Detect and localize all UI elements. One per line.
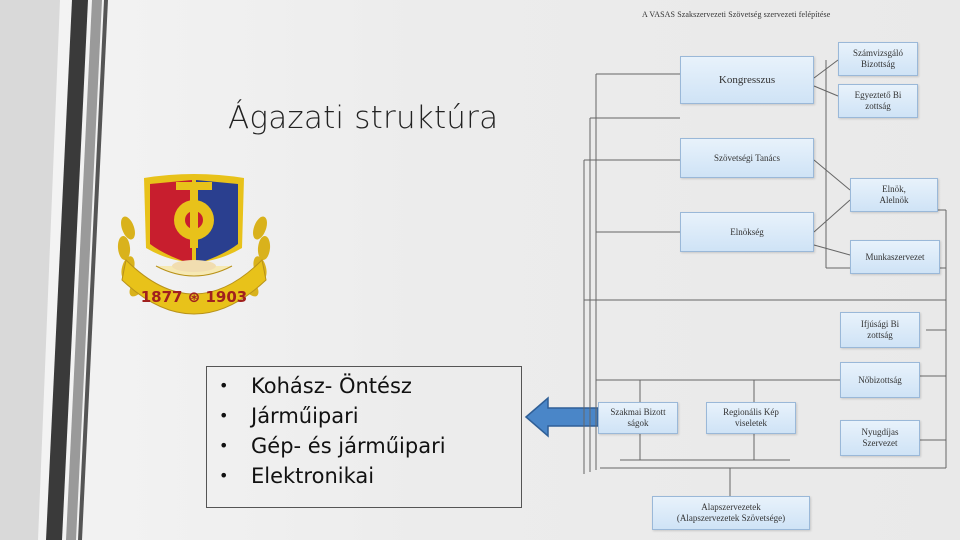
box-szovetsegi-tanacs: Szövetségi Tanács [680, 138, 814, 178]
decorative-stripes [0, 0, 108, 540]
emblem-years: 1877 ⊛ 1903 [141, 288, 248, 306]
list-item: •Járműipari [219, 404, 359, 428]
bullet-list: •Kohász- Öntész •Járműipari •Gép- és jár… [207, 367, 521, 491]
box-kongresszus: Kongresszus [680, 56, 814, 104]
handshake-icon [172, 260, 216, 272]
gear-icon [174, 182, 214, 248]
list-item: •Gép- és járműipari [219, 434, 446, 458]
org-chart-title: A VASAS Szakszervezeti Szövetség szervez… [642, 10, 831, 19]
box-nobizottsag: Nőbizottság [840, 362, 920, 398]
bullet-list-box: •Kohász- Öntész •Járműipari •Gép- és jár… [206, 366, 522, 508]
box-elnok: Elnök,Alelnök [850, 178, 938, 212]
slide-title: Ágazati struktúra [228, 100, 499, 136]
vasas-emblem: 1877 ⊛ 1903 [117, 174, 271, 315]
box-munkaszervezet: Munkaszervezet [850, 240, 940, 274]
box-alapszervezetek: Alapszervezetek(Alapszervezetek Szövetsé… [652, 496, 810, 530]
box-elnokseg: Elnökség [680, 212, 814, 252]
list-item: •Kohász- Öntész [219, 374, 412, 398]
list-item: •Elektronikai [219, 464, 375, 488]
